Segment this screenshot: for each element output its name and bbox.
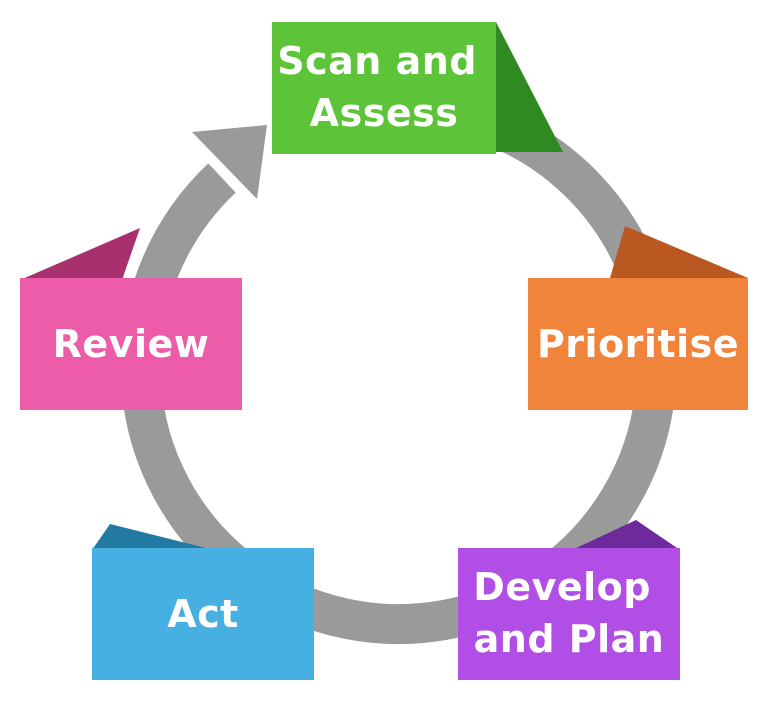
svg-text:Act: Act — [167, 592, 239, 636]
step-fold — [572, 520, 680, 550]
step-label-line-1: Act — [167, 592, 239, 636]
step-label-line-1: Review — [53, 322, 210, 366]
step-develop-and-plan: Develop and Plan — [458, 520, 680, 680]
step-box — [272, 22, 496, 154]
step-fold — [496, 22, 563, 152]
svg-text:Prioritise: Prioritise — [537, 322, 739, 366]
step-box — [92, 548, 314, 680]
step-label-line-1: Prioritise — [537, 322, 739, 366]
step-label-line-1: Develop — [473, 565, 651, 609]
step-prioritise: Prioritise — [528, 226, 748, 410]
step-label-line-1: Scan and — [277, 39, 477, 83]
step-scan-and-assess: Scan and Assess — [272, 22, 563, 154]
step-box — [20, 278, 242, 410]
step-act: Act — [92, 524, 314, 680]
svg-text:Develop and Plan: Develop and Plan — [473, 565, 664, 661]
step-fold — [92, 524, 214, 550]
cycle-arrowhead — [192, 125, 267, 199]
step-fold — [610, 226, 748, 278]
step-label-line-2: and Plan — [474, 617, 665, 661]
step-box — [458, 548, 680, 680]
step-box — [528, 278, 748, 410]
step-fold — [20, 228, 140, 280]
svg-text:Review: Review — [53, 322, 210, 366]
step-label-line-2: Assess — [310, 91, 459, 135]
svg-text:Scan and Assess: Scan and Assess — [277, 39, 490, 135]
step-review: Review — [20, 228, 242, 410]
